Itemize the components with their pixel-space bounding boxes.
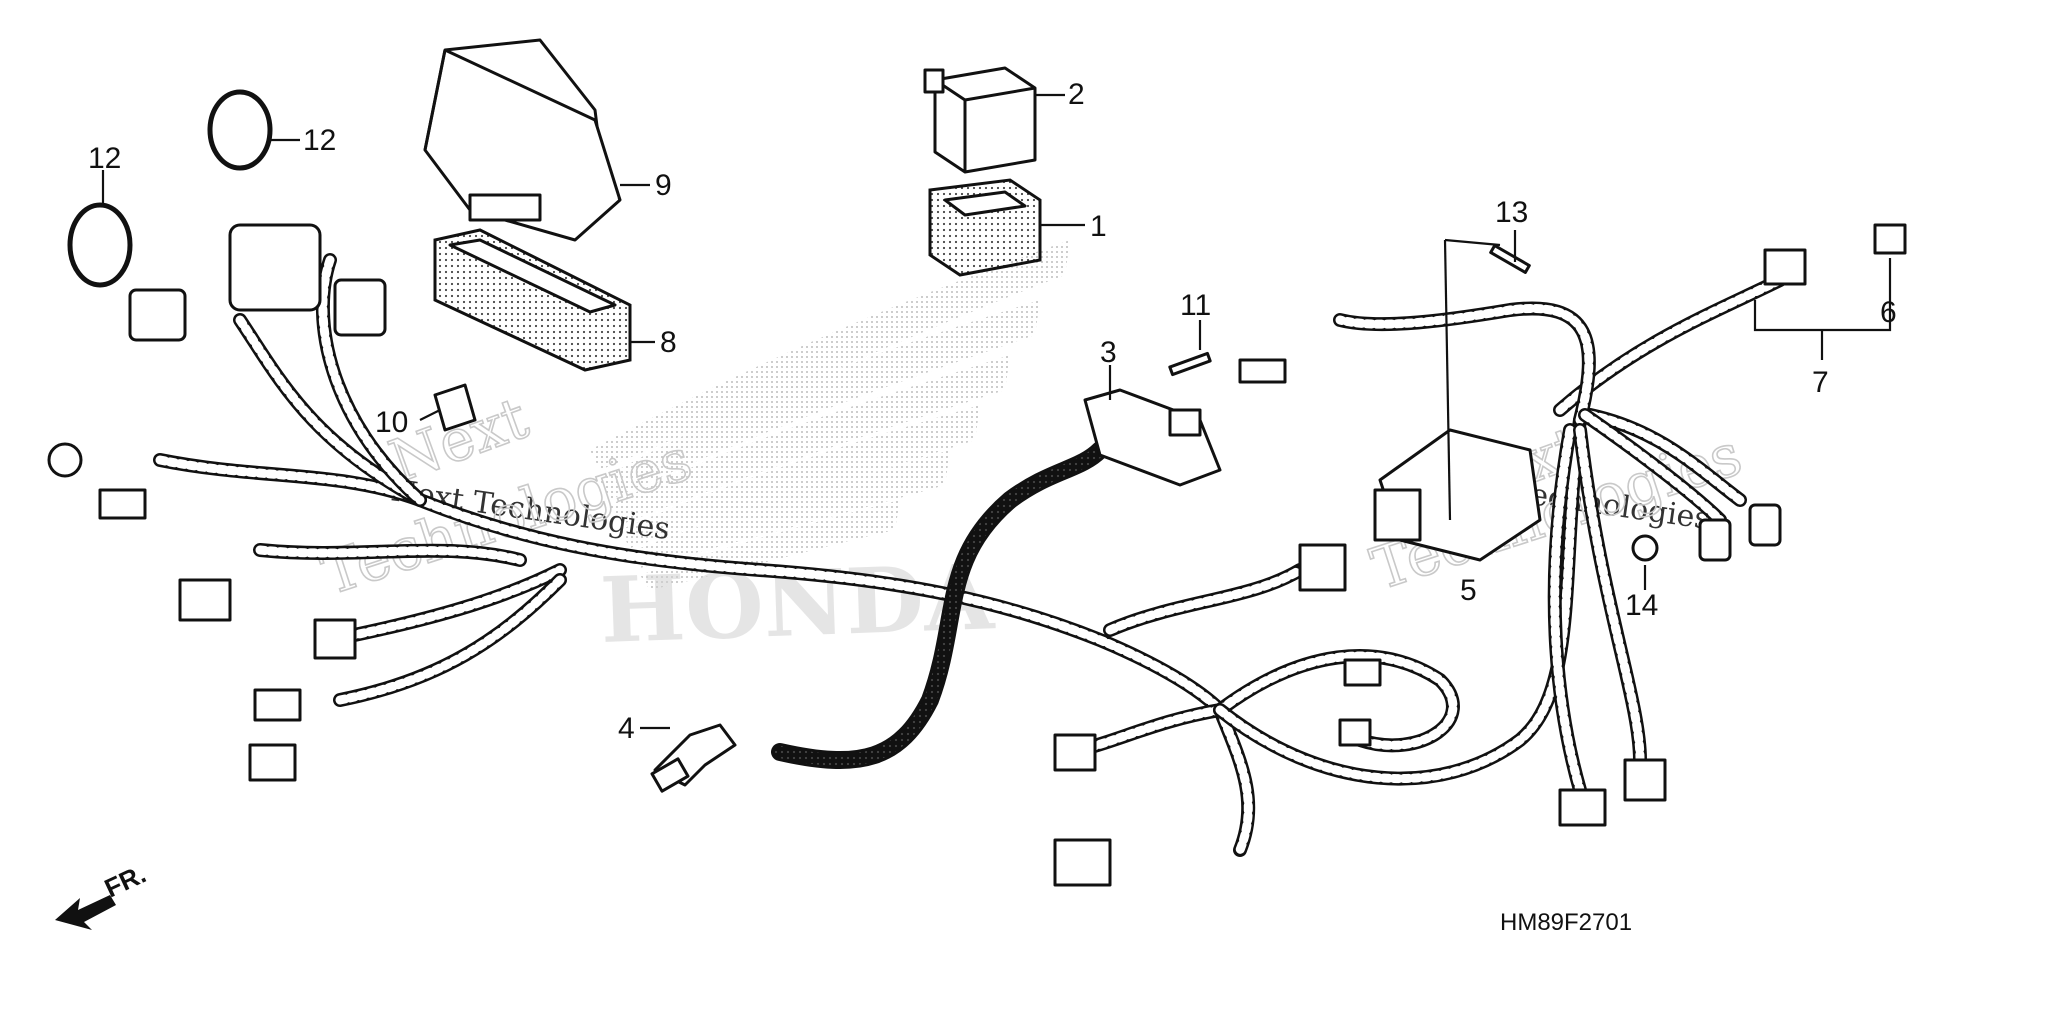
callout-2: 2 (1068, 78, 1085, 111)
nut-14 (1631, 534, 1659, 562)
callout-9: 9 (655, 169, 672, 202)
connector-harness-end (1763, 248, 1807, 286)
relay-2 (923, 66, 1037, 174)
band-12-lower (67, 202, 133, 288)
starter-relay-3 (1083, 388, 1222, 487)
rubber-holder-1 (928, 178, 1042, 277)
callout-1: 1 (1090, 210, 1107, 243)
connector-group-left (47, 223, 387, 782)
callout-10: 10 (375, 406, 408, 439)
connector-6 (1873, 223, 1907, 255)
front-direction-indicator: FR. (55, 859, 151, 930)
bolt-11 (1168, 351, 1212, 377)
callout-3: 3 (1100, 336, 1117, 369)
callout-8: 8 (660, 326, 677, 359)
spark-plug-cap-assembly (650, 441, 1109, 793)
leader-lines (101, 93, 1892, 730)
bolt-13 (1489, 244, 1531, 274)
callout-6: 6 (1880, 296, 1897, 329)
callout-12-upper: 12 (303, 124, 336, 157)
honda-wing-watermark (590, 240, 1070, 590)
callout-14: 14 (1625, 589, 1658, 622)
callout-12-lower: 12 (88, 142, 121, 175)
wire-harness-main (153, 253, 1787, 857)
regulator-rectifier-5 (1373, 428, 1542, 562)
figure-code: HM89F2701 (1500, 909, 1632, 936)
callout-5: 5 (1460, 574, 1477, 607)
callout-13: 13 (1495, 196, 1528, 229)
callout-4: 4 (618, 712, 635, 745)
rubber-case-8 (433, 228, 632, 372)
connector-group-right (1053, 358, 1782, 887)
clip-10 (433, 383, 477, 432)
band-12-upper (207, 89, 273, 171)
front-arrow-icon (55, 895, 116, 930)
callout-7: 7 (1812, 366, 1829, 399)
callout-11: 11 (1180, 289, 1211, 322)
control-module-9 (423, 38, 622, 242)
